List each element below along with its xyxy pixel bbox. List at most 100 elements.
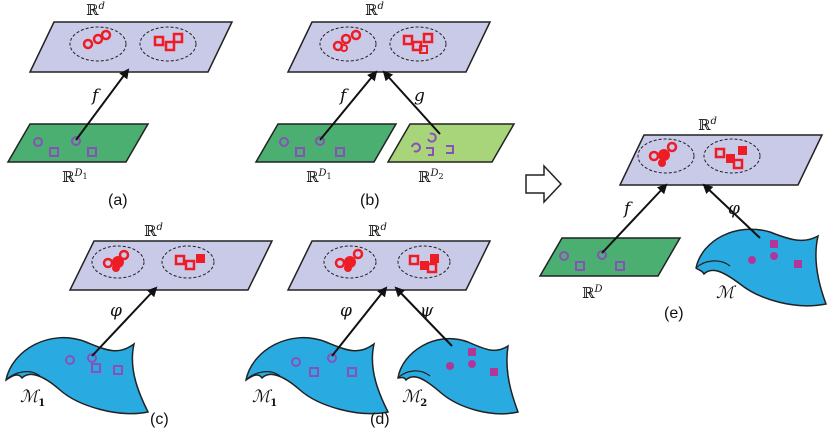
- cluster-squares-c: [161, 245, 215, 279]
- caption-c: (c): [150, 411, 169, 428]
- cluster-circles-b: [319, 26, 377, 62]
- purple-partial-circle-marker: [411, 142, 421, 153]
- target-plane-c: [68, 240, 274, 291]
- purple-square-marker: [575, 261, 585, 271]
- magenta-filled-circle-marker: [748, 256, 756, 264]
- source-space-label-b2: ℝD2: [418, 168, 444, 186]
- map-label-e-f: f: [622, 199, 633, 219]
- red-square-marker: [164, 40, 176, 52]
- map-label-e-phi: φ: [728, 199, 740, 219]
- red-square-marker: [153, 35, 165, 47]
- target-plane-b: [286, 21, 492, 73]
- target-plane-a: [28, 21, 234, 73]
- red-circle-marker: [340, 33, 352, 45]
- red-circle-marker: [82, 38, 94, 50]
- cluster-squares-e: [703, 138, 761, 174]
- source-plane-a: [6, 123, 150, 163]
- mapping-arrow-c: [91, 286, 158, 357]
- red-circle-marker: [334, 257, 346, 269]
- red-filled-circle-marker: [658, 159, 666, 167]
- magenta-filled-circle-marker: [770, 252, 778, 260]
- manifold-label-e: ℳ: [716, 283, 737, 303]
- red-circle-marker: [350, 29, 362, 41]
- red-filled-circle-marker: [344, 264, 352, 272]
- magenta-filled-square-marker: [490, 368, 498, 376]
- source-space-label-b1: ℝD1: [306, 168, 332, 186]
- target-space-label-c: ℝd: [144, 222, 163, 240]
- red-square-marker: [422, 32, 434, 44]
- target-space-label-b: ℝd: [365, 1, 384, 19]
- map-label-c: φ: [110, 301, 122, 321]
- purple-circle-marker: [315, 136, 325, 146]
- mapping-arrow-a: [75, 68, 130, 141]
- caption-d: (d): [370, 411, 390, 428]
- manifold-c: [4, 337, 150, 415]
- caption-a: (a): [108, 192, 128, 209]
- purple-square-marker: [87, 147, 97, 157]
- manifold-d1-fold: [245, 371, 281, 381]
- panel-b: ℝd f g ℝD1 ℝD2 (b): [254, 1, 516, 209]
- purple-circle-marker: [65, 355, 75, 365]
- purple-partial-circle-marker: [427, 132, 437, 143]
- map-label-a: f: [90, 86, 101, 106]
- red-circle-marker: [666, 141, 678, 153]
- manifold-label-d1: ℳ1: [252, 387, 277, 409]
- target-plane-e: [618, 134, 824, 186]
- magenta-filled-circle-marker: [446, 362, 454, 370]
- red-filled-square-marker: [738, 146, 747, 155]
- panel-d: ℝd φ ψ ℳ1 ℳ2 (d): [244, 222, 520, 428]
- red-filled-circle-marker: [658, 149, 670, 161]
- manifold-label-c: ℳ1: [20, 387, 45, 409]
- panel-a: ℝd f ℝD1 (a): [6, 1, 234, 209]
- purple-partial-square-marker: [426, 147, 434, 156]
- mapping-arrow-d-psi: [394, 286, 453, 347]
- panel-e: ℝd f φ ℝD ℳ (e): [538, 116, 828, 322]
- purple-square-marker: [335, 147, 345, 157]
- hollow-right-arrow-icon: [525, 164, 563, 204]
- purple-circle-marker: [279, 137, 289, 147]
- red-square-marker: [184, 259, 196, 271]
- manifold-d2: [397, 337, 520, 415]
- red-circle-marker: [352, 248, 364, 260]
- cluster-circles-e: [637, 138, 695, 174]
- purple-square-marker: [309, 367, 319, 377]
- cluster-squares-a: [139, 26, 197, 62]
- red-square-marker: [172, 32, 184, 44]
- purple-square-marker: [49, 147, 59, 157]
- purple-circle-marker: [87, 353, 97, 363]
- red-square-marker: [732, 158, 744, 170]
- purple-square-marker: [347, 367, 357, 377]
- panel-c: ℝd φ ℳ1 (c): [4, 222, 274, 428]
- red-square-marker: [174, 254, 186, 266]
- red-square-marker: [714, 147, 726, 159]
- cluster-squares-d: [397, 245, 451, 279]
- purple-circle-marker: [33, 137, 43, 147]
- purple-partial-square-marker: [446, 145, 454, 154]
- magenta-filled-circle-marker: [468, 360, 476, 368]
- target-space-label-a: ℝd: [86, 1, 105, 19]
- mapping-arrow-d-phi: [331, 286, 388, 357]
- source-plane-b1: [254, 123, 398, 163]
- map-label-b-f: f: [338, 86, 349, 106]
- red-filled-square-marker: [430, 254, 439, 263]
- red-filled-square-marker: [726, 154, 735, 163]
- purple-square-marker: [113, 365, 123, 375]
- source-space-label-a: ℝD1: [62, 168, 88, 186]
- red-circle-marker: [340, 44, 348, 52]
- red-filled-circle-marker: [112, 264, 120, 272]
- purple-circle-marker: [327, 353, 337, 363]
- manifold-e: [695, 228, 828, 307]
- target-plane-d: [286, 240, 492, 291]
- mapping-arrow-e-phi: [702, 183, 761, 239]
- target-space-label-e: ℝd: [698, 116, 717, 134]
- red-square-marker: [426, 262, 438, 274]
- purple-square-marker: [295, 147, 305, 157]
- red-square-marker: [402, 34, 414, 46]
- magenta-filled-square-marker: [770, 240, 778, 248]
- map-label-b-g: g: [414, 86, 425, 106]
- map-label-d-phi: φ: [340, 301, 352, 321]
- purple-square-marker: [91, 363, 101, 373]
- purple-circle-marker: [597, 250, 607, 260]
- purple-circle-marker: [559, 251, 569, 261]
